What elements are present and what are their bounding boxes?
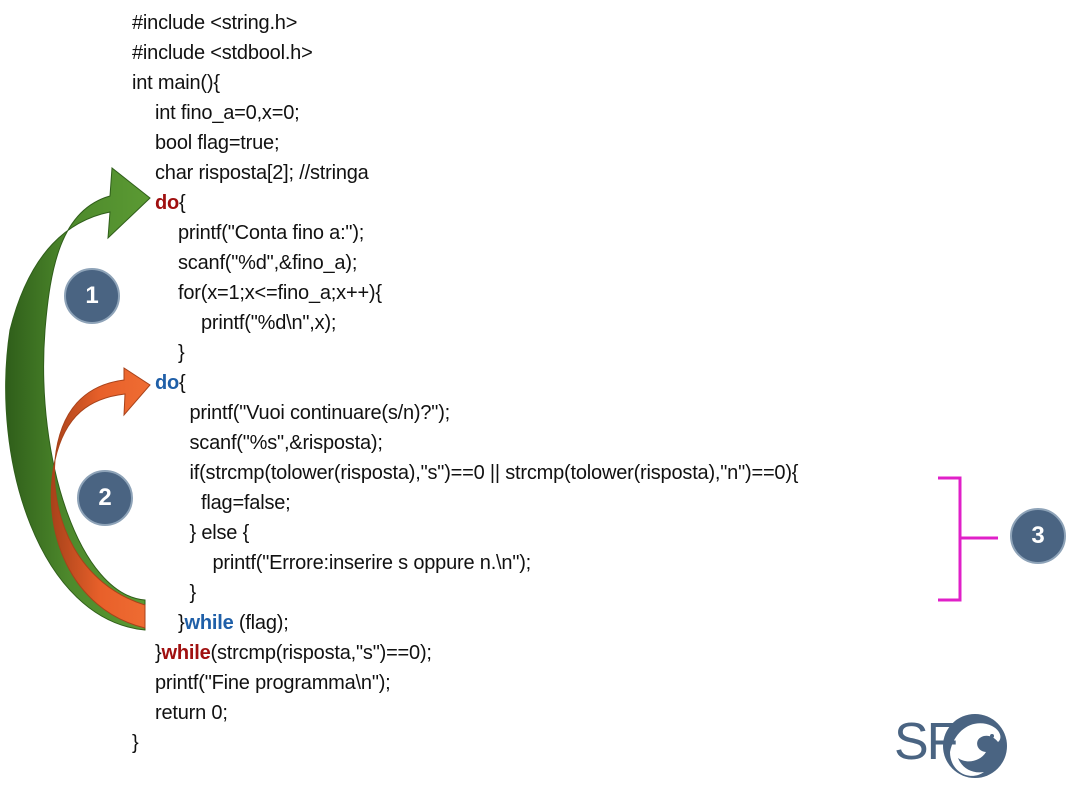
logo-text: SF — [894, 713, 958, 771]
step-badge-1: 1 — [64, 268, 120, 324]
code-text: char risposta[2]; //stringa — [155, 162, 369, 184]
step-badge-2: 2 — [77, 470, 133, 526]
code-text: printf("Errore:inserire s oppure n.\n"); — [212, 552, 532, 574]
code-text: (flag); — [233, 612, 289, 634]
code-line: }while (flag); — [178, 608, 289, 638]
code-line: scanf("%s",&risposta); — [190, 428, 383, 458]
step-badge-3: 3 — [1010, 508, 1066, 564]
code-keyword: while — [161, 642, 211, 664]
code-text: scanf("%d",&fino_a); — [178, 252, 358, 274]
code-line: flag=false; — [201, 488, 291, 518]
code-text: printf("Conta fino a:"); — [178, 222, 365, 244]
code-keyword: do — [155, 372, 180, 394]
code-line: do{ — [155, 188, 186, 218]
code-line: #include <string.h> — [132, 8, 297, 38]
code-text: } else { — [189, 522, 250, 544]
code-line: if(strcmp(tolower(risposta),"s")==0 || s… — [190, 458, 799, 488]
code-line: printf("%d\n",x); — [201, 308, 336, 338]
code-line: }while(strcmp(risposta,"s")==0); — [155, 638, 432, 668]
code-text: } — [178, 612, 185, 634]
code-text: printf("Vuoi continuare(s/n)?"); — [189, 402, 451, 424]
code-line: bool flag=true; — [155, 128, 280, 158]
code-line: int main(){ — [132, 68, 220, 98]
code-text: } — [155, 642, 162, 664]
code-line: scanf("%d",&fino_a); — [178, 248, 357, 278]
code-text: #include <stdbool.h> — [132, 42, 313, 64]
code-line: for(x=1;x<=fino_a;x++){ — [178, 278, 382, 308]
code-line: #include <stdbool.h> — [132, 38, 313, 68]
if-block-bracket — [938, 476, 998, 602]
code-text: flag=false; — [201, 492, 291, 514]
code-text: printf("Fine programma\n"); — [155, 672, 391, 694]
code-text: printf("%d\n",x); — [201, 312, 337, 334]
code-text: bool flag=true; — [155, 132, 280, 154]
code-line: } — [189, 578, 197, 608]
code-text: } — [178, 342, 185, 364]
code-line: printf("Vuoi continuare(s/n)?"); — [190, 398, 451, 428]
code-text: { — [179, 372, 186, 394]
code-text: if(strcmp(tolower(risposta),"s")==0 || s… — [189, 462, 799, 484]
code-line: printf("Conta fino a:"); — [178, 218, 364, 248]
code-line: printf("Fine programma\n"); — [155, 668, 391, 698]
code-text: #include <string.h> — [132, 12, 298, 34]
code-keyword: do — [155, 192, 180, 214]
code-line: } else { — [190, 518, 250, 548]
code-text: (strcmp(risposta,"s")==0); — [210, 642, 432, 664]
code-line: } — [178, 338, 185, 368]
code-line: } — [132, 728, 139, 758]
code-line: printf("Errore:inserire s oppure n.\n"); — [213, 548, 532, 578]
code-text: scanf("%s",&risposta); — [189, 432, 383, 454]
code-text: int main(){ — [132, 72, 220, 94]
code-keyword: while — [184, 612, 234, 634]
outer-loop-arrow — [5, 167, 151, 631]
wave-fish-icon — [943, 714, 1007, 778]
code-text: return 0; — [155, 702, 228, 724]
code-line: do{ — [155, 368, 186, 398]
code-line: return 0; — [155, 698, 228, 728]
code-text: { — [179, 192, 186, 214]
code-text: } — [132, 732, 139, 754]
inner-loop-arrow — [50, 367, 151, 629]
code-text: } — [189, 582, 197, 604]
code-text: for(x=1;x<=fino_a;x++){ — [178, 282, 382, 304]
code-line: int fino_a=0,x=0; — [155, 98, 300, 128]
code-line: char risposta[2]; //stringa — [155, 158, 369, 188]
code-text: int fino_a=0,x=0; — [155, 102, 300, 124]
